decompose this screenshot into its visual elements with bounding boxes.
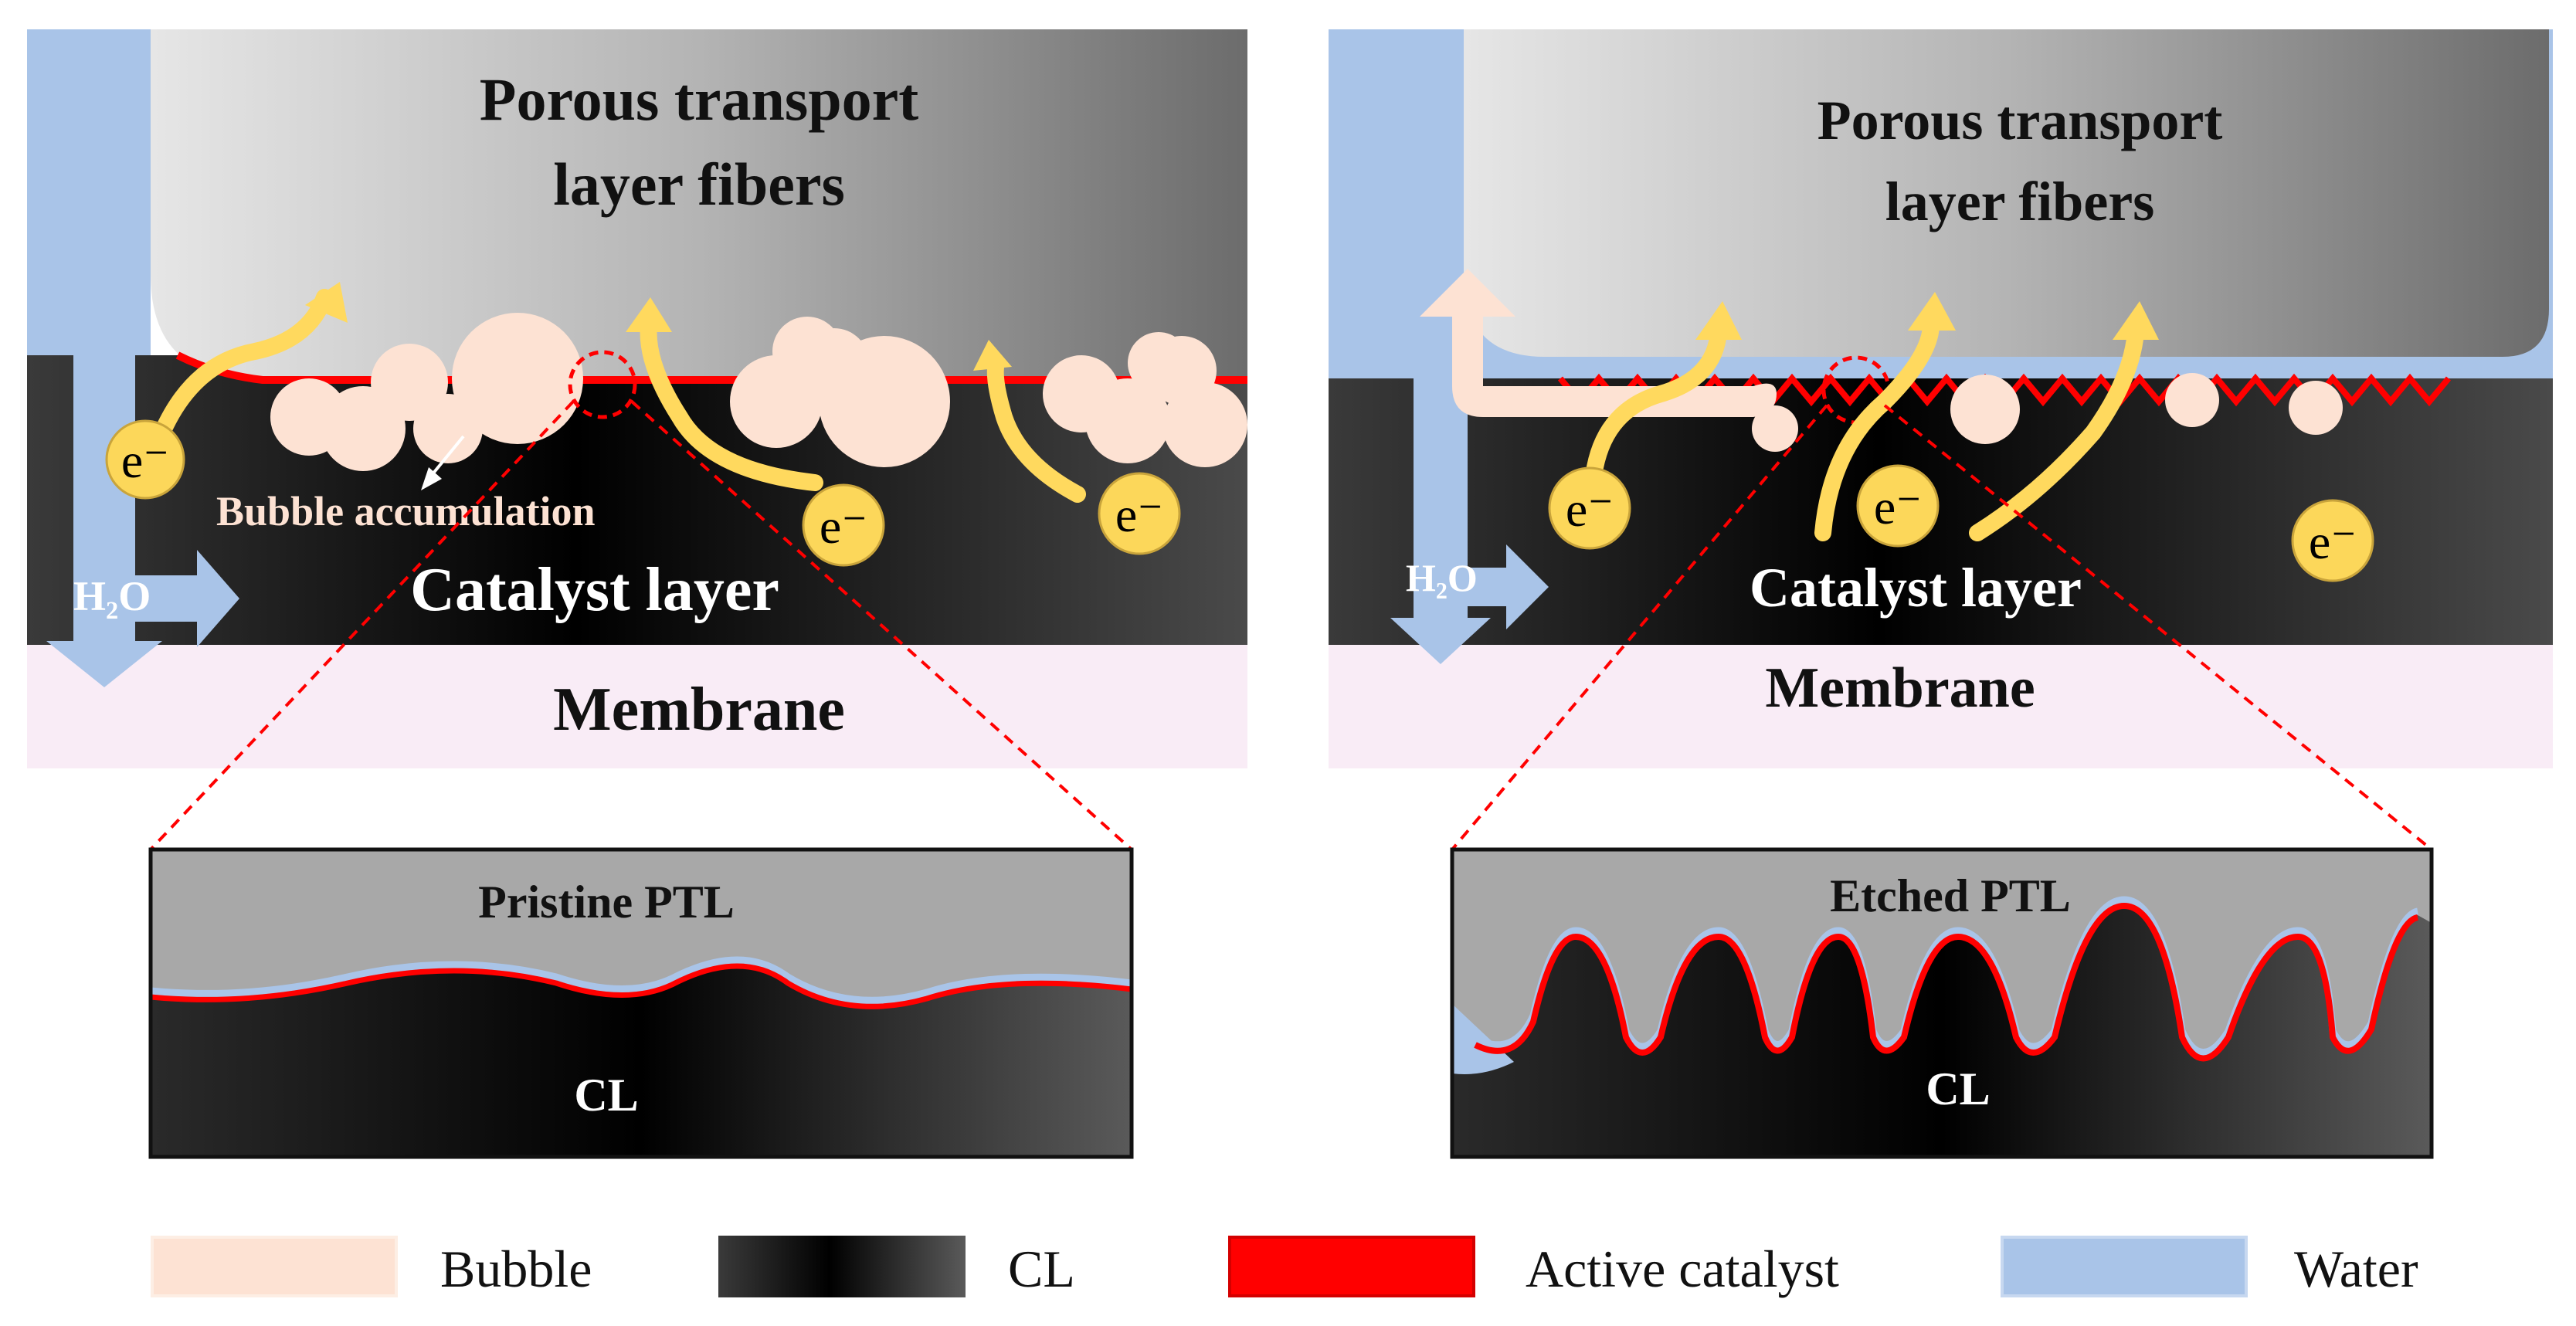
- ptl-label-line2: layer fibers: [553, 151, 845, 218]
- electron-label: e⁻: [1115, 487, 1163, 542]
- arrowheads-right: [1695, 292, 2159, 340]
- legend-label: Bubble: [440, 1240, 592, 1298]
- membrane: [1329, 645, 2553, 768]
- ptl-fiber: [1464, 29, 2549, 357]
- catalyst-layer-label: Catalyst layer: [410, 556, 779, 624]
- membrane: [27, 645, 1247, 768]
- electron-paths-left: [154, 289, 1086, 503]
- zoom-indicator-left: [568, 350, 637, 419]
- ptl-label-line1: Porous transport: [480, 66, 918, 133]
- bubble-note-arrowhead: [421, 467, 442, 490]
- ptl-label-line2: layer fibers: [1885, 171, 2155, 232]
- electron-label: e⁻: [2309, 514, 2357, 569]
- water-region: [27, 29, 151, 361]
- catalyst-layer-label: Catalyst layer: [1750, 557, 2082, 619]
- active-catalyst-swatch-icon: [1228, 1236, 1475, 1297]
- bubble-outflow-arrow: [1420, 269, 1777, 417]
- electron-label: e⁻: [820, 499, 867, 554]
- inset-etched: [1450, 847, 2434, 1159]
- bubble-note-arrow: [427, 435, 465, 480]
- inset-bottom-label: CL: [574, 1070, 638, 1121]
- legend: Bubble CL Active catalyst Water: [0, 1228, 2576, 1313]
- zoom-guide-line: [1883, 404, 2433, 851]
- membrane-label: Membrane: [553, 676, 845, 744]
- water-inflow-arrow: [135, 550, 239, 647]
- electron-label: e⁻: [1566, 482, 1614, 537]
- electron-paths-right: [1587, 316, 2144, 541]
- electron-label: e⁻: [121, 433, 169, 488]
- legend-label: Active catalyst: [1526, 1240, 1839, 1298]
- water-swatch-icon: [2001, 1236, 2248, 1297]
- left-panel: e⁻ e⁻ e⁻ Porous transport layer fibers B…: [27, 29, 1247, 1159]
- bubble-cluster-left: [270, 313, 1247, 471]
- inset-bottom-label: CL: [1926, 1063, 1990, 1114]
- electron-icon: [1548, 464, 2374, 582]
- water-inflow-arrow: [1444, 544, 1549, 629]
- water-label: H₂O: [1406, 556, 1478, 599]
- zoom-guide-line: [630, 400, 1133, 851]
- legend-label: Water: [2294, 1240, 2418, 1298]
- bubble-small: [1752, 373, 2343, 452]
- zoom-guide-line: [1451, 404, 1828, 851]
- bubble-note: Bubble accumulation: [216, 488, 596, 534]
- arrowheads-left: [305, 282, 1012, 371]
- bubble-swatch-icon: [151, 1236, 398, 1297]
- electron-label: e⁻: [1874, 480, 1922, 534]
- legend-label: CL: [1008, 1240, 1075, 1298]
- inset-pristine: [148, 847, 1134, 1159]
- inset-top-label: Etched PTL: [1830, 870, 2071, 921]
- ptl-label-line1: Porous transport: [1817, 90, 2223, 151]
- zoom-guide-line: [149, 400, 575, 851]
- ptl-fiber: [151, 29, 1247, 378]
- cl-gradient-swatch-icon: [718, 1236, 966, 1297]
- inset-top-label: Pristine PTL: [478, 877, 735, 928]
- electron-icon: [105, 419, 1181, 567]
- water-label: H₂O: [73, 573, 151, 619]
- membrane-label: Membrane: [1765, 656, 2035, 720]
- right-panel: e⁻ e⁻ e⁻ Porous transport layer fibers C…: [1329, 29, 2553, 1159]
